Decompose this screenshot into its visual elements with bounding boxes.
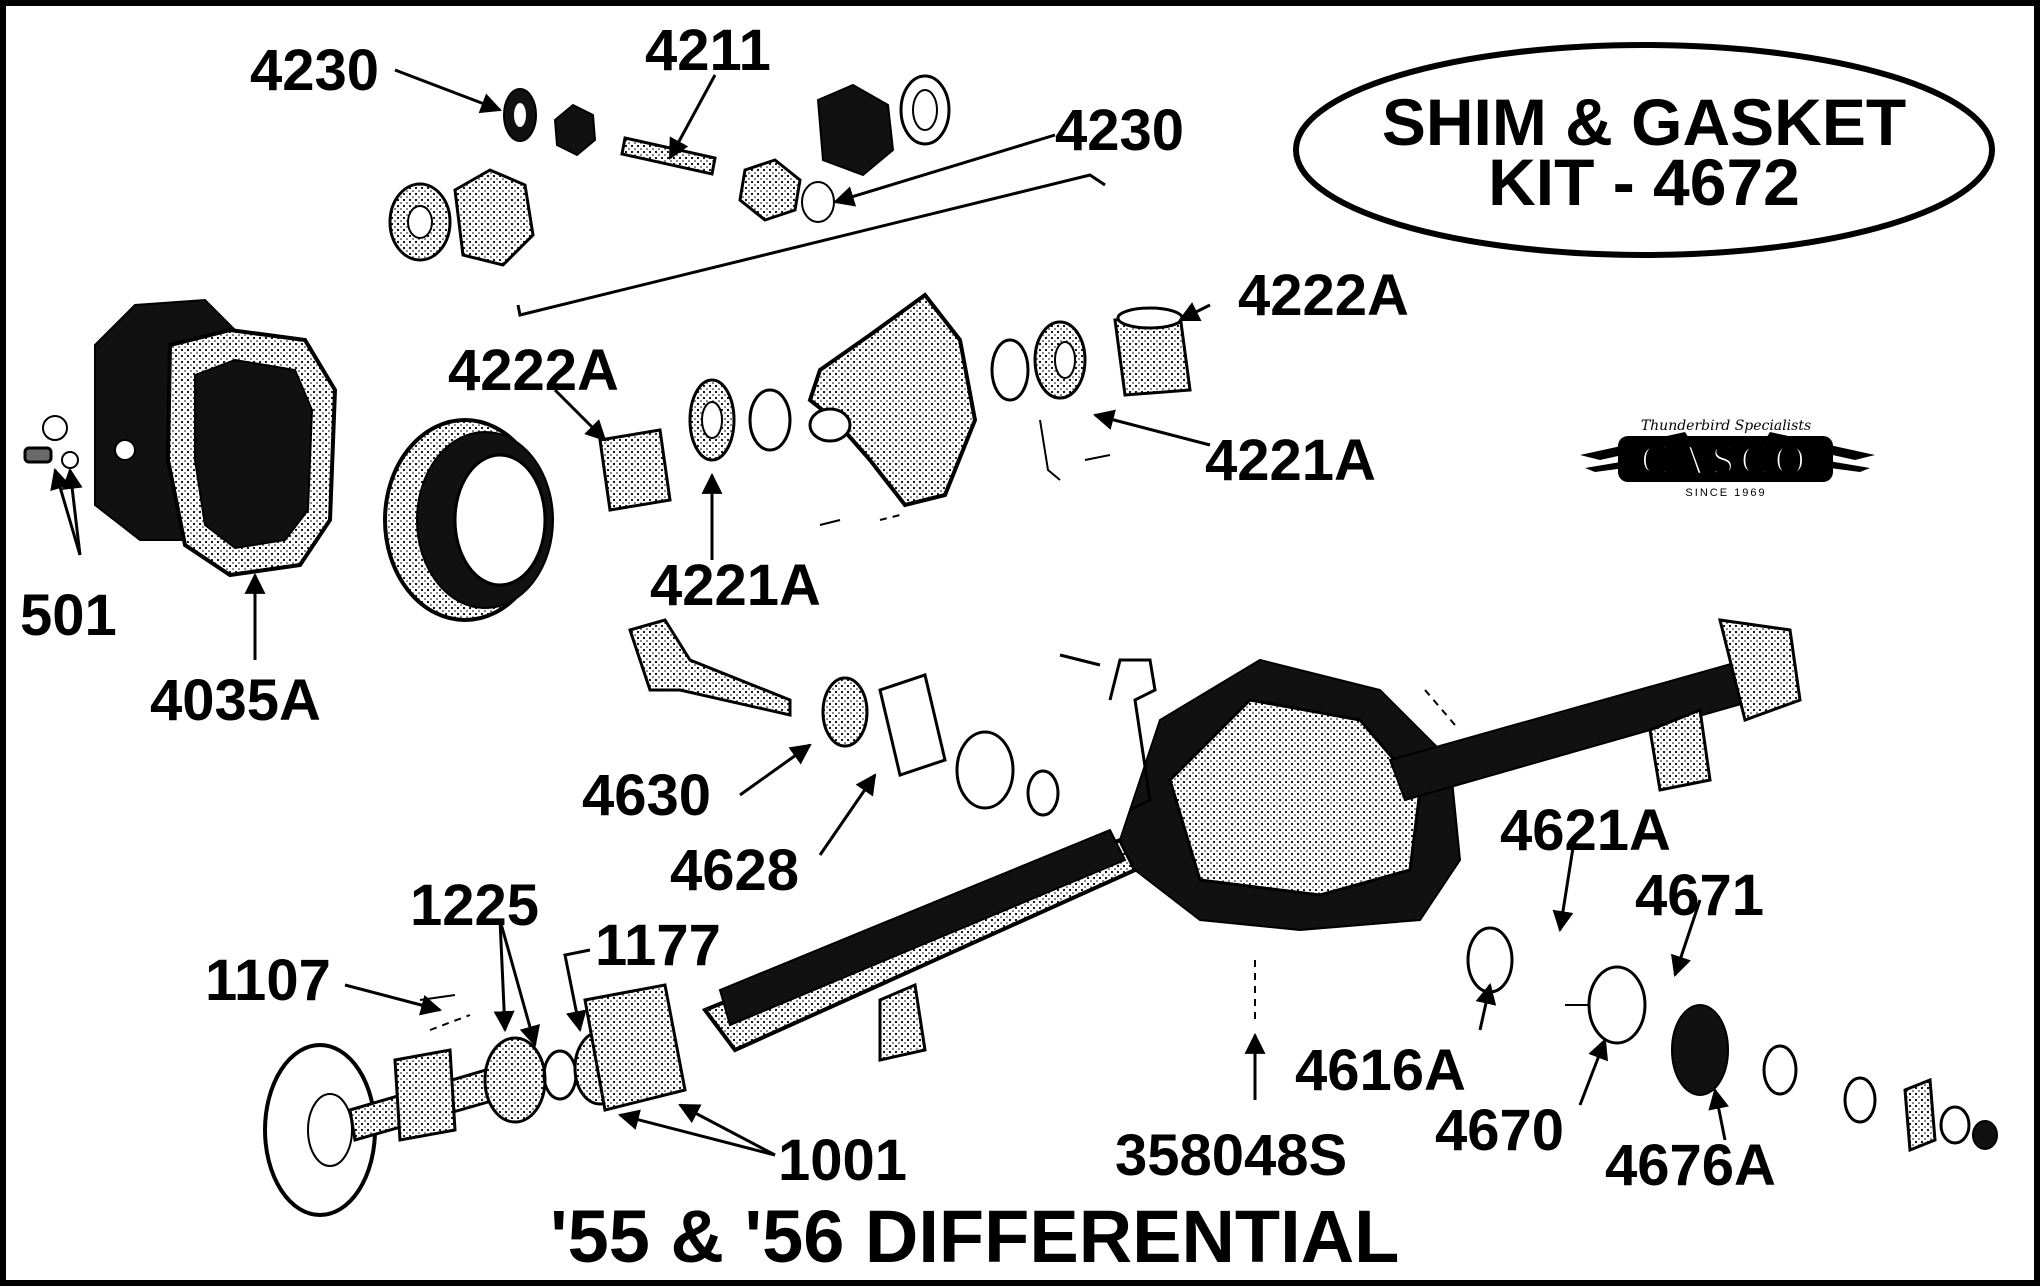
casco-logo: CASCO Thunderbird Specialists SINCE 1969 [1580, 418, 1875, 499]
part-labels: 4230 4211 4230 4222A 4222A 4221A 4221A 5… [20, 18, 1776, 1198]
label-4221A-bottom: 4221A [650, 553, 821, 618]
label-4621A: 4621A [1500, 798, 1671, 863]
kit-number: KIT - 4672 [1488, 145, 1800, 219]
label-4211: 4211 [645, 18, 771, 83]
label-4035A: 4035A [150, 668, 321, 733]
axle-shaft-drawing [263, 965, 1998, 1217]
logo-script: Thunderbird Specialists [1641, 418, 1811, 434]
kit-oval [1293, 42, 1995, 258]
kit-callout: SHIM & GASKET KIT - 4672 [1293, 42, 1995, 258]
spider-gears-drawing [388, 74, 1106, 317]
logo-name: CASCO [1641, 438, 1811, 484]
axle-housing-drawing [701, 618, 1802, 1062]
leader-lines [50, 68, 1730, 1157]
label-4230-top: 4230 [250, 38, 379, 103]
label-501: 501 [20, 583, 117, 648]
diagram-title: '55 & '56 DIFFERENTIAL [550, 1195, 1399, 1278]
label-4222A-right: 4222A [1238, 263, 1409, 328]
label-1107: 1107 [205, 948, 331, 1013]
label-358048S: 358048S [1115, 1123, 1347, 1188]
ring-gear-drawing [383, 418, 554, 622]
label-4616A: 4616A [1295, 1038, 1466, 1103]
kit-title: SHIM & GASKET [1382, 85, 1906, 159]
label-4671: 4671 [1635, 863, 1764, 928]
label-4628: 4628 [670, 838, 799, 903]
pinion-drawing [628, 618, 1060, 817]
differential-cover-drawing [23, 298, 338, 578]
carrier-drawing [598, 292, 1192, 526]
label-4630: 4630 [582, 763, 711, 828]
label-4221A-right: 4221A [1205, 428, 1376, 493]
label-4222A-left: 4222A [448, 338, 619, 403]
label-4230-right: 4230 [1055, 98, 1184, 163]
label-1177: 1177 [595, 913, 721, 978]
label-1001: 1001 [778, 1128, 907, 1193]
label-4670: 4670 [1435, 1098, 1564, 1163]
label-1225: 1225 [410, 873, 539, 938]
logo-since: SINCE 1969 [1685, 487, 1766, 499]
label-4676A: 4676A [1605, 1133, 1776, 1198]
